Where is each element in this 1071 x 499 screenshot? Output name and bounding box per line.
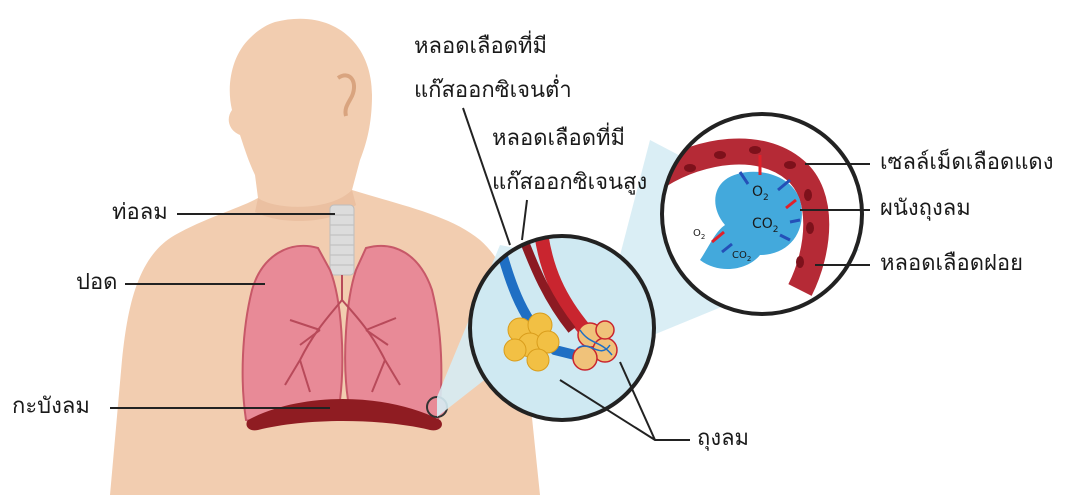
label-low-oxygen-vessel-2: แก๊สออกซิเจนต่ำ [414, 80, 572, 102]
label-red-blood-cell: เซลล์เม็ดเลือดแดง [880, 152, 1053, 174]
label-trachea: ท่อลม [112, 202, 168, 224]
label-high-oxygen-vessel-1: หลอดเลือดที่มี [492, 128, 625, 150]
label-capillary: หลอดเลือดฝอย [880, 253, 1023, 275]
label-low-oxygen-vessel-1: หลอดเลือดที่มี [414, 36, 547, 58]
label-high-oxygen-vessel-2: แก๊สออกซิเจนสูง [492, 172, 647, 194]
trachea [330, 205, 354, 275]
gas-exchange-magnifier: O2 CO2 O2 CO2 [660, 114, 862, 314]
label-diaphragm: กะบังลม [12, 396, 90, 418]
label-alveolar-wall: ผนังถุงลม [880, 198, 971, 220]
label-alveolus: ถุงลม [697, 428, 749, 450]
label-lung: ปอด [76, 272, 117, 294]
leader-high-oxygen [522, 200, 527, 240]
